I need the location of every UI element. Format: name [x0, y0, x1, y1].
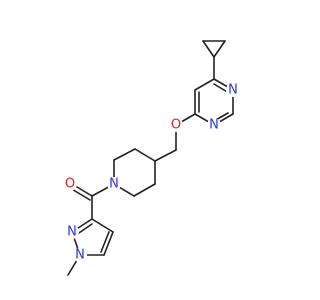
atom-label-nitrogen: N: [209, 118, 219, 133]
bond-pip-c3-c2: [113, 148, 136, 161]
atom-layer: N N O O N N N: [63, 83, 240, 263]
bond-pyr-c5-c6: [194, 78, 215, 91]
bond-cyclopropyl-2: [202, 40, 215, 58]
atom-mask: [226, 83, 240, 97]
bond-pz-c3-c4: [91, 218, 114, 233]
atom-label-oxygen: O: [171, 118, 181, 133]
atom-label-oxygen: O: [65, 177, 75, 192]
atom-label-nitrogen: N: [228, 83, 238, 98]
atom-label-nitrogen: N: [75, 248, 85, 263]
atom-mask: [169, 118, 183, 132]
atom-mask: [63, 177, 77, 191]
atom-mask: [107, 177, 121, 191]
atom-label-nitrogen: N: [109, 177, 119, 192]
bond-pip-c4-c3: [134, 148, 156, 162]
bond-pz-c4-c5-double: [100, 231, 110, 253]
bond-ch2-piperidine: [154, 149, 177, 162]
atom-mask: [73, 248, 87, 262]
bond-pip-c6-c5: [133, 183, 156, 197]
bond-cyclopropyl-3: [213, 40, 226, 58]
atom-mask: [207, 118, 221, 132]
atom-mask: [65, 225, 79, 239]
bond-layer: [67, 40, 234, 276]
atom-label-nitrogen: N: [67, 225, 77, 240]
bond-pz-c4-c5: [103, 231, 114, 256]
molecule-structure: N N O O N N N: [63, 40, 240, 276]
